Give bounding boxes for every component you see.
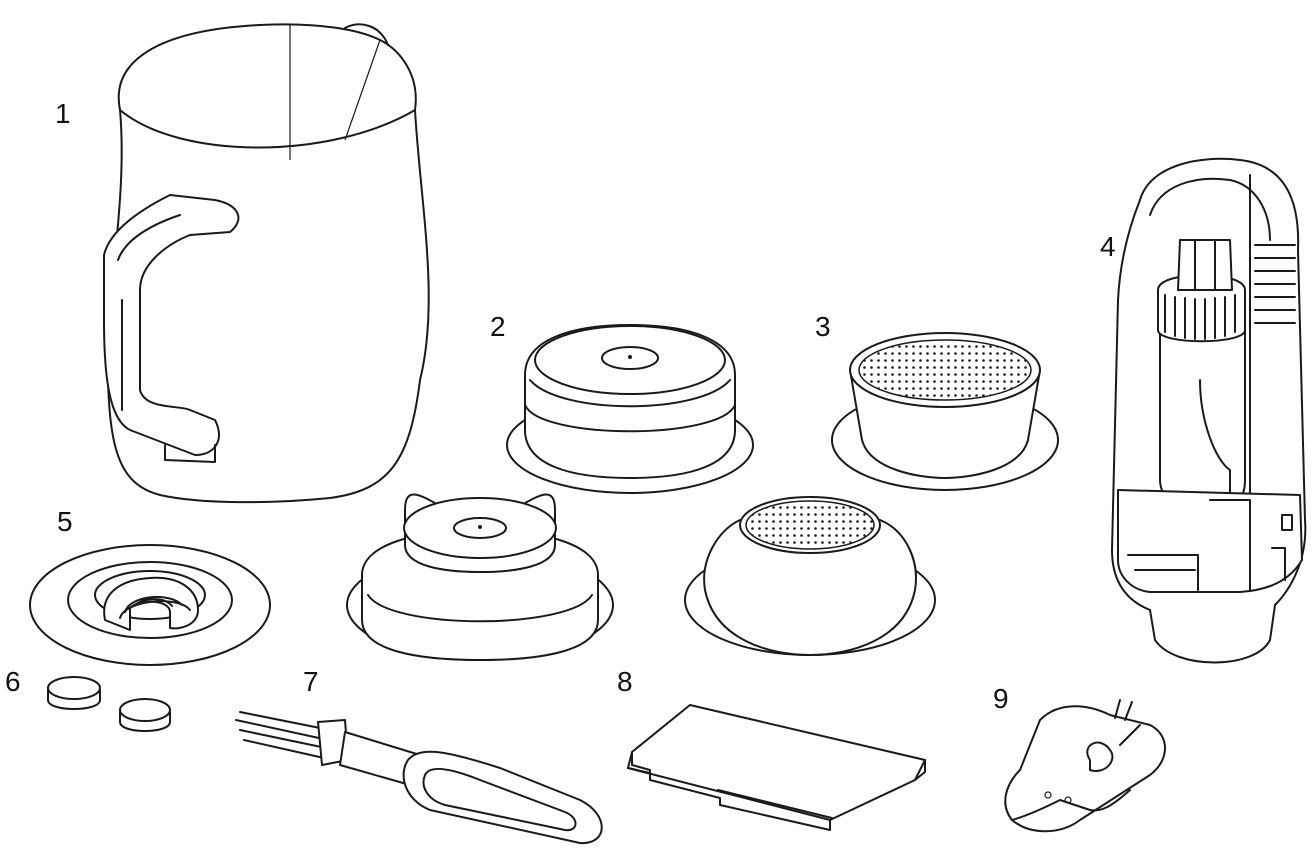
callout-1: 1 — [55, 98, 71, 129]
cleaning-tool-icon — [235, 711, 603, 845]
callout-9: 9 — [993, 683, 1009, 714]
callout-5: 5 — [57, 506, 73, 537]
callout-2: 2 — [490, 311, 506, 342]
allen-key-tool-icon — [1004, 699, 1166, 833]
milk-jug-icon — [103, 23, 430, 504]
pressurized-filter-basket-icon — [346, 493, 614, 661]
single-wall-filter-basket-icon — [831, 332, 1059, 491]
callout-7: 7 — [303, 666, 319, 697]
pressurized-filter-basket-icon — [506, 324, 754, 494]
callout-4: 4 — [1100, 231, 1116, 262]
cleaning-disc-icon — [29, 544, 271, 666]
single-wall-filter-basket-icon — [684, 496, 936, 656]
callout-8: 8 — [617, 666, 633, 697]
callout-3: 3 — [815, 311, 831, 342]
water-filter-holder-icon — [1111, 157, 1307, 664]
cleaning-tablets-icon — [47, 676, 171, 732]
tamper-card-icon — [627, 704, 926, 831]
callout-6: 6 — [5, 666, 21, 697]
